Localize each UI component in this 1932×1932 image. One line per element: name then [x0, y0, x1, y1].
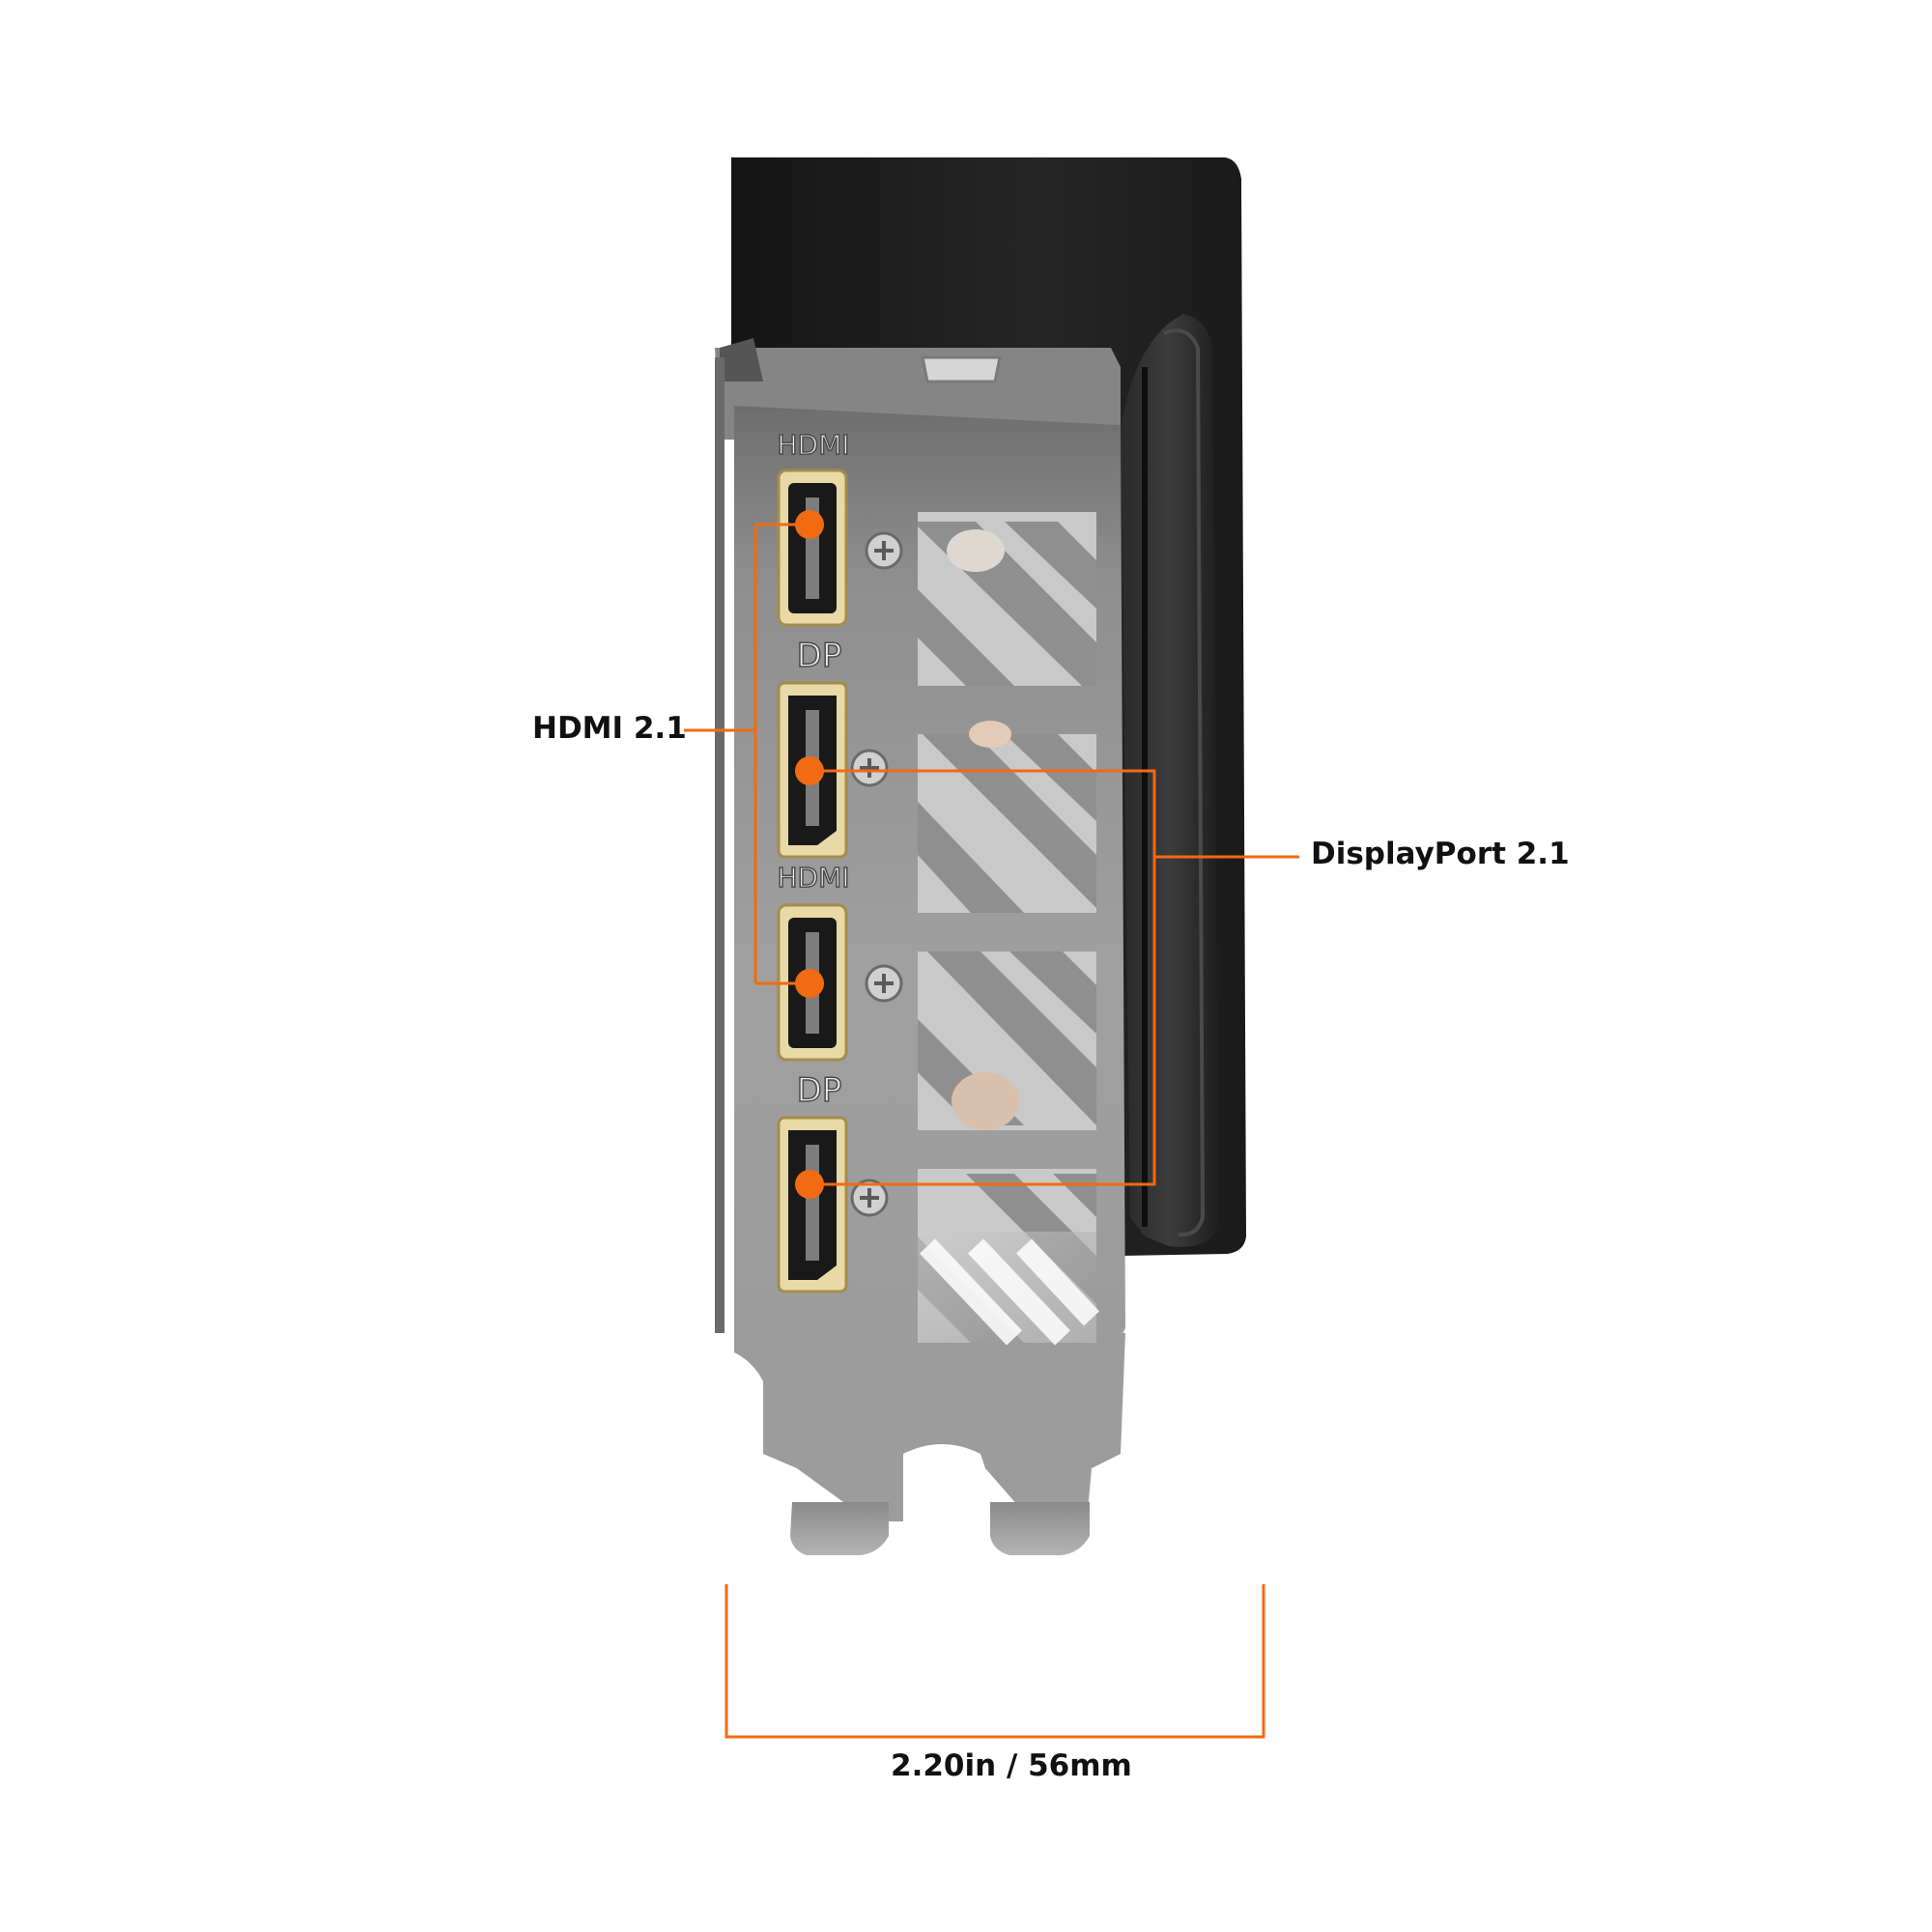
screw-icon: [850, 749, 889, 787]
port-label: HDMI: [777, 862, 849, 894]
port-label: HDMI: [777, 429, 849, 461]
callout-dot: [795, 510, 824, 539]
port-label: DP: [797, 637, 842, 675]
screw-icon: [865, 964, 903, 1003]
displayport-callout-label: DisplayPort 2.1: [1311, 837, 1570, 871]
callout-dots: [795, 510, 824, 1199]
screw-icon: [865, 531, 903, 570]
port-hdmi-1: [777, 469, 848, 627]
screw-icon-group: [850, 531, 903, 1217]
callout-lines: [684, 523, 1299, 1186]
dimension-bracket: [724, 1584, 1265, 1739]
screw-icon: [850, 1179, 889, 1217]
bracket-tabs: [790, 1502, 1090, 1555]
vent-cutouts: [918, 512, 1100, 1346]
port-label: DP: [797, 1071, 842, 1110]
hdmi-callout-label: HDMI 2.1: [532, 711, 687, 746]
dimension-label: 2.20in / 56mm: [891, 1748, 1132, 1783]
callout-dot: [795, 1170, 824, 1199]
callout-dot: [795, 756, 824, 785]
port-dp-2: [777, 1116, 848, 1293]
callout-dot: [795, 969, 824, 998]
